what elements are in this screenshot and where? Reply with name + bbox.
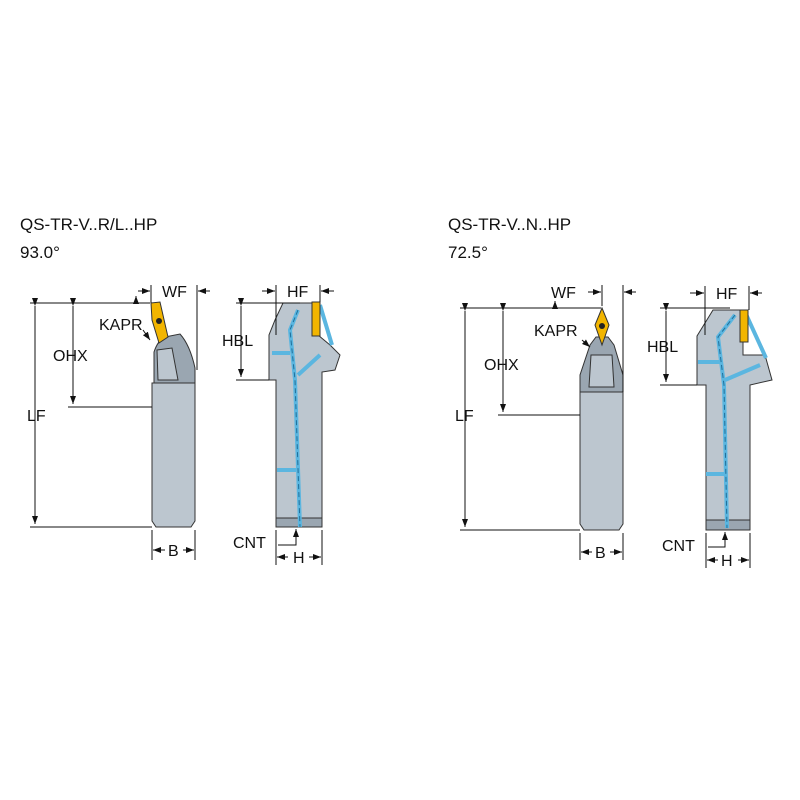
diagram-2-title: QS-TR-V..N..HP — [448, 215, 572, 234]
label-wf: WF — [162, 284, 187, 301]
label-ohx: OHX — [53, 348, 88, 365]
diagram-2-side-view: HF HBL CNT H — [647, 286, 773, 570]
insert-screw-icon — [599, 323, 605, 329]
label-hf: HF — [287, 284, 309, 301]
clamp — [588, 354, 615, 388]
label-wf: WF — [551, 285, 576, 302]
diagram-2-front-view: WF KAPR OHX LF B — [455, 285, 636, 562]
label-h: H — [293, 550, 305, 567]
diagram-2-angle: 72.5° — [448, 243, 488, 262]
side-insert — [739, 309, 749, 343]
diagram-1-title: QS-TR-V..R/L..HP — [20, 215, 158, 234]
diagram-1-front-view: WF KAPR OHX LF B — [27, 284, 210, 560]
insert-screw-icon — [156, 318, 162, 324]
label-cnt: CNT — [233, 535, 266, 552]
side-insert — [311, 301, 321, 337]
label-kapr: KAPR — [99, 317, 143, 334]
diagram-1-angle: 93.0° — [20, 243, 60, 262]
label-hbl: HBL — [222, 333, 253, 350]
label-b: B — [168, 543, 179, 560]
label-lf: LF — [27, 408, 46, 425]
shank — [151, 382, 196, 528]
label-hbl: HBL — [647, 339, 678, 356]
label-cnt: CNT — [662, 538, 695, 555]
label-h: H — [721, 553, 733, 570]
label-ohx: OHX — [484, 357, 519, 374]
diagram-1-side-view: HF HBL CNT H — [222, 284, 341, 567]
shank — [579, 391, 624, 531]
label-kapr: KAPR — [534, 323, 578, 340]
label-lf: LF — [455, 408, 474, 425]
clamp — [156, 347, 179, 381]
label-hf: HF — [716, 286, 738, 303]
label-b: B — [595, 545, 606, 562]
